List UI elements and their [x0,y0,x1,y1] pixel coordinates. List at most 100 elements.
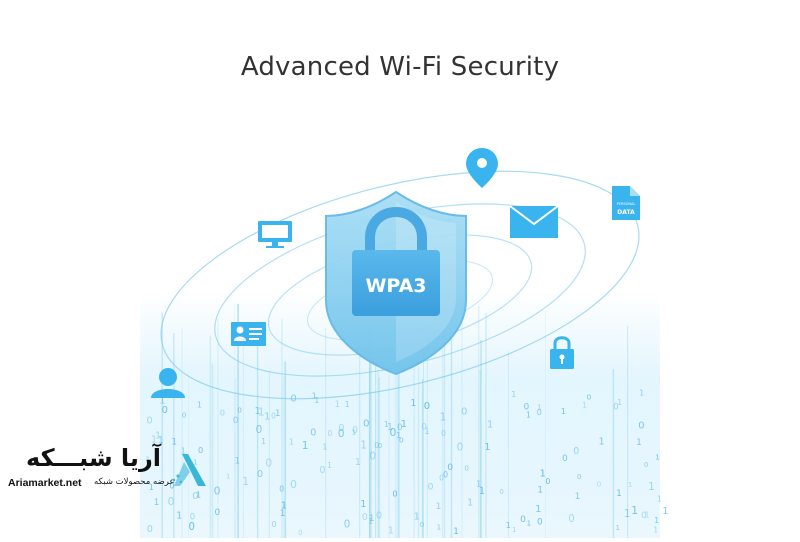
binary-digit: 1 [424,426,429,436]
binary-digit: 1 [149,482,154,492]
binary-digit: 0 [568,514,574,525]
binary-digit: 1 [335,400,341,410]
binary-digit: 1 [384,420,389,429]
page-title: Advanced Wi-Fi Security [240,52,560,82]
binary-digit: 1 [181,447,186,456]
binary-digit: 1 [484,442,490,453]
binary-digit: 0 [421,423,427,433]
shield: WPA3 [325,190,467,376]
binary-digit: 1 [388,526,394,537]
binary-digit: 0 [272,520,277,529]
binary-digit: 1 [636,438,641,448]
binary-digit: 1 [396,431,401,440]
binary-digit: 1 [410,398,416,409]
binary-digit: 1 [639,387,644,397]
binary-digit: 0 [520,515,526,525]
binary-digit: 1 [352,429,356,437]
data-stream-lines [161,301,629,538]
binary-digit: 0 [352,425,358,436]
binary-digit: 1 [616,489,621,499]
binary-digit: 1 [235,456,240,466]
binary-digit: 1 [414,512,420,523]
binary-digit: 1 [355,457,361,468]
binary-digit: 1 [511,390,516,399]
binary-digit: 1 [281,500,287,511]
binary-digit: 0 [147,416,153,427]
binary-digit: 0 [461,407,467,418]
binary-digit: 1 [453,527,459,537]
binary-digit: 1 [561,407,566,416]
binary-digit: 0 [644,460,649,469]
binary-digit: 0 [573,446,579,457]
binary-digit: 1 [628,480,633,489]
brand-watermark: آریا شبـــکه Ariamarket.net عرضه محصولات… [8,444,223,496]
svg-text:DATA: DATA [617,209,635,216]
binary-digit: 1 [617,398,622,407]
binary-digit: 1 [467,498,473,509]
binary-digit: 1 [654,516,659,525]
binary-digit: 0 [545,477,550,486]
binary-digit: 1 [345,400,350,409]
binary-digit: 0 [524,403,530,413]
binary-digit: 1 [145,456,151,466]
binary-digit: 1 [226,472,231,481]
binary-digit: 0 [369,451,376,463]
binary-digit: 0 [147,524,153,535]
binary-digit: 0 [441,429,446,438]
binary-digit: 1 [196,489,201,499]
binary-digit: 0 [613,403,618,413]
binary-digit: 0 [237,405,242,414]
binary-digit: 1 [261,437,266,446]
binary-digit: 0 [257,469,263,480]
binary-digit: 0 [190,511,195,521]
binary-digit: 1 [440,412,447,424]
binary-digit: 0 [192,491,198,502]
binary-digit: 0 [362,512,368,523]
binary-digit: 1 [645,510,650,519]
binary-digit: 0 [587,392,592,401]
binary-digit: 0 [320,465,326,476]
binary-digit: 1 [631,505,638,517]
binary-digit: 0 [328,429,333,438]
user-icon [151,368,185,398]
id-card-icon [231,322,266,346]
binary-digit: 1 [314,396,319,405]
binary-digit: 0 [424,401,430,412]
binary-digit: 0 [428,482,434,493]
binary-digit: 0 [233,416,239,426]
binary-digit: 0 [189,522,195,533]
binary-digit: 1 [537,403,542,412]
binary-digit: 1 [327,461,332,470]
binary-digit: 0 [537,408,542,417]
lock-shackle [365,206,427,252]
binary-digit: 1 [487,420,493,431]
binary-digit: 0 [271,411,276,420]
brand-logo-icon [172,454,206,486]
binary-digit: 1 [154,498,160,508]
binary-digit: 0 [220,408,225,418]
binary-digit: 1 [151,435,157,446]
binary-digit: 0 [214,484,221,497]
binary-digit: 1 [436,501,442,512]
binary-digit: 1 [540,469,546,480]
binary-digit: 0 [265,456,272,469]
binary-digit: 1 [322,442,327,451]
binary-digit: 0 [597,481,601,489]
binary-digit: 1 [159,396,165,407]
binary-digit: 0 [420,520,425,529]
binary-digit: 1 [538,484,543,494]
binary-digit: 0 [374,441,379,450]
binary-digit: 0 [279,485,284,494]
binary-digit: 0 [363,419,369,430]
binary-digit: 0 [392,489,397,499]
binary-digit: 1 [158,435,164,446]
binary-digit: 0 [182,411,187,420]
monitor-icon [258,221,292,248]
binary-digit: 0 [344,519,350,530]
binary-digit: 0 [310,428,316,439]
lock-body [352,250,440,316]
binary-digit: 1 [624,508,631,520]
binary-digit: 1 [155,430,161,441]
